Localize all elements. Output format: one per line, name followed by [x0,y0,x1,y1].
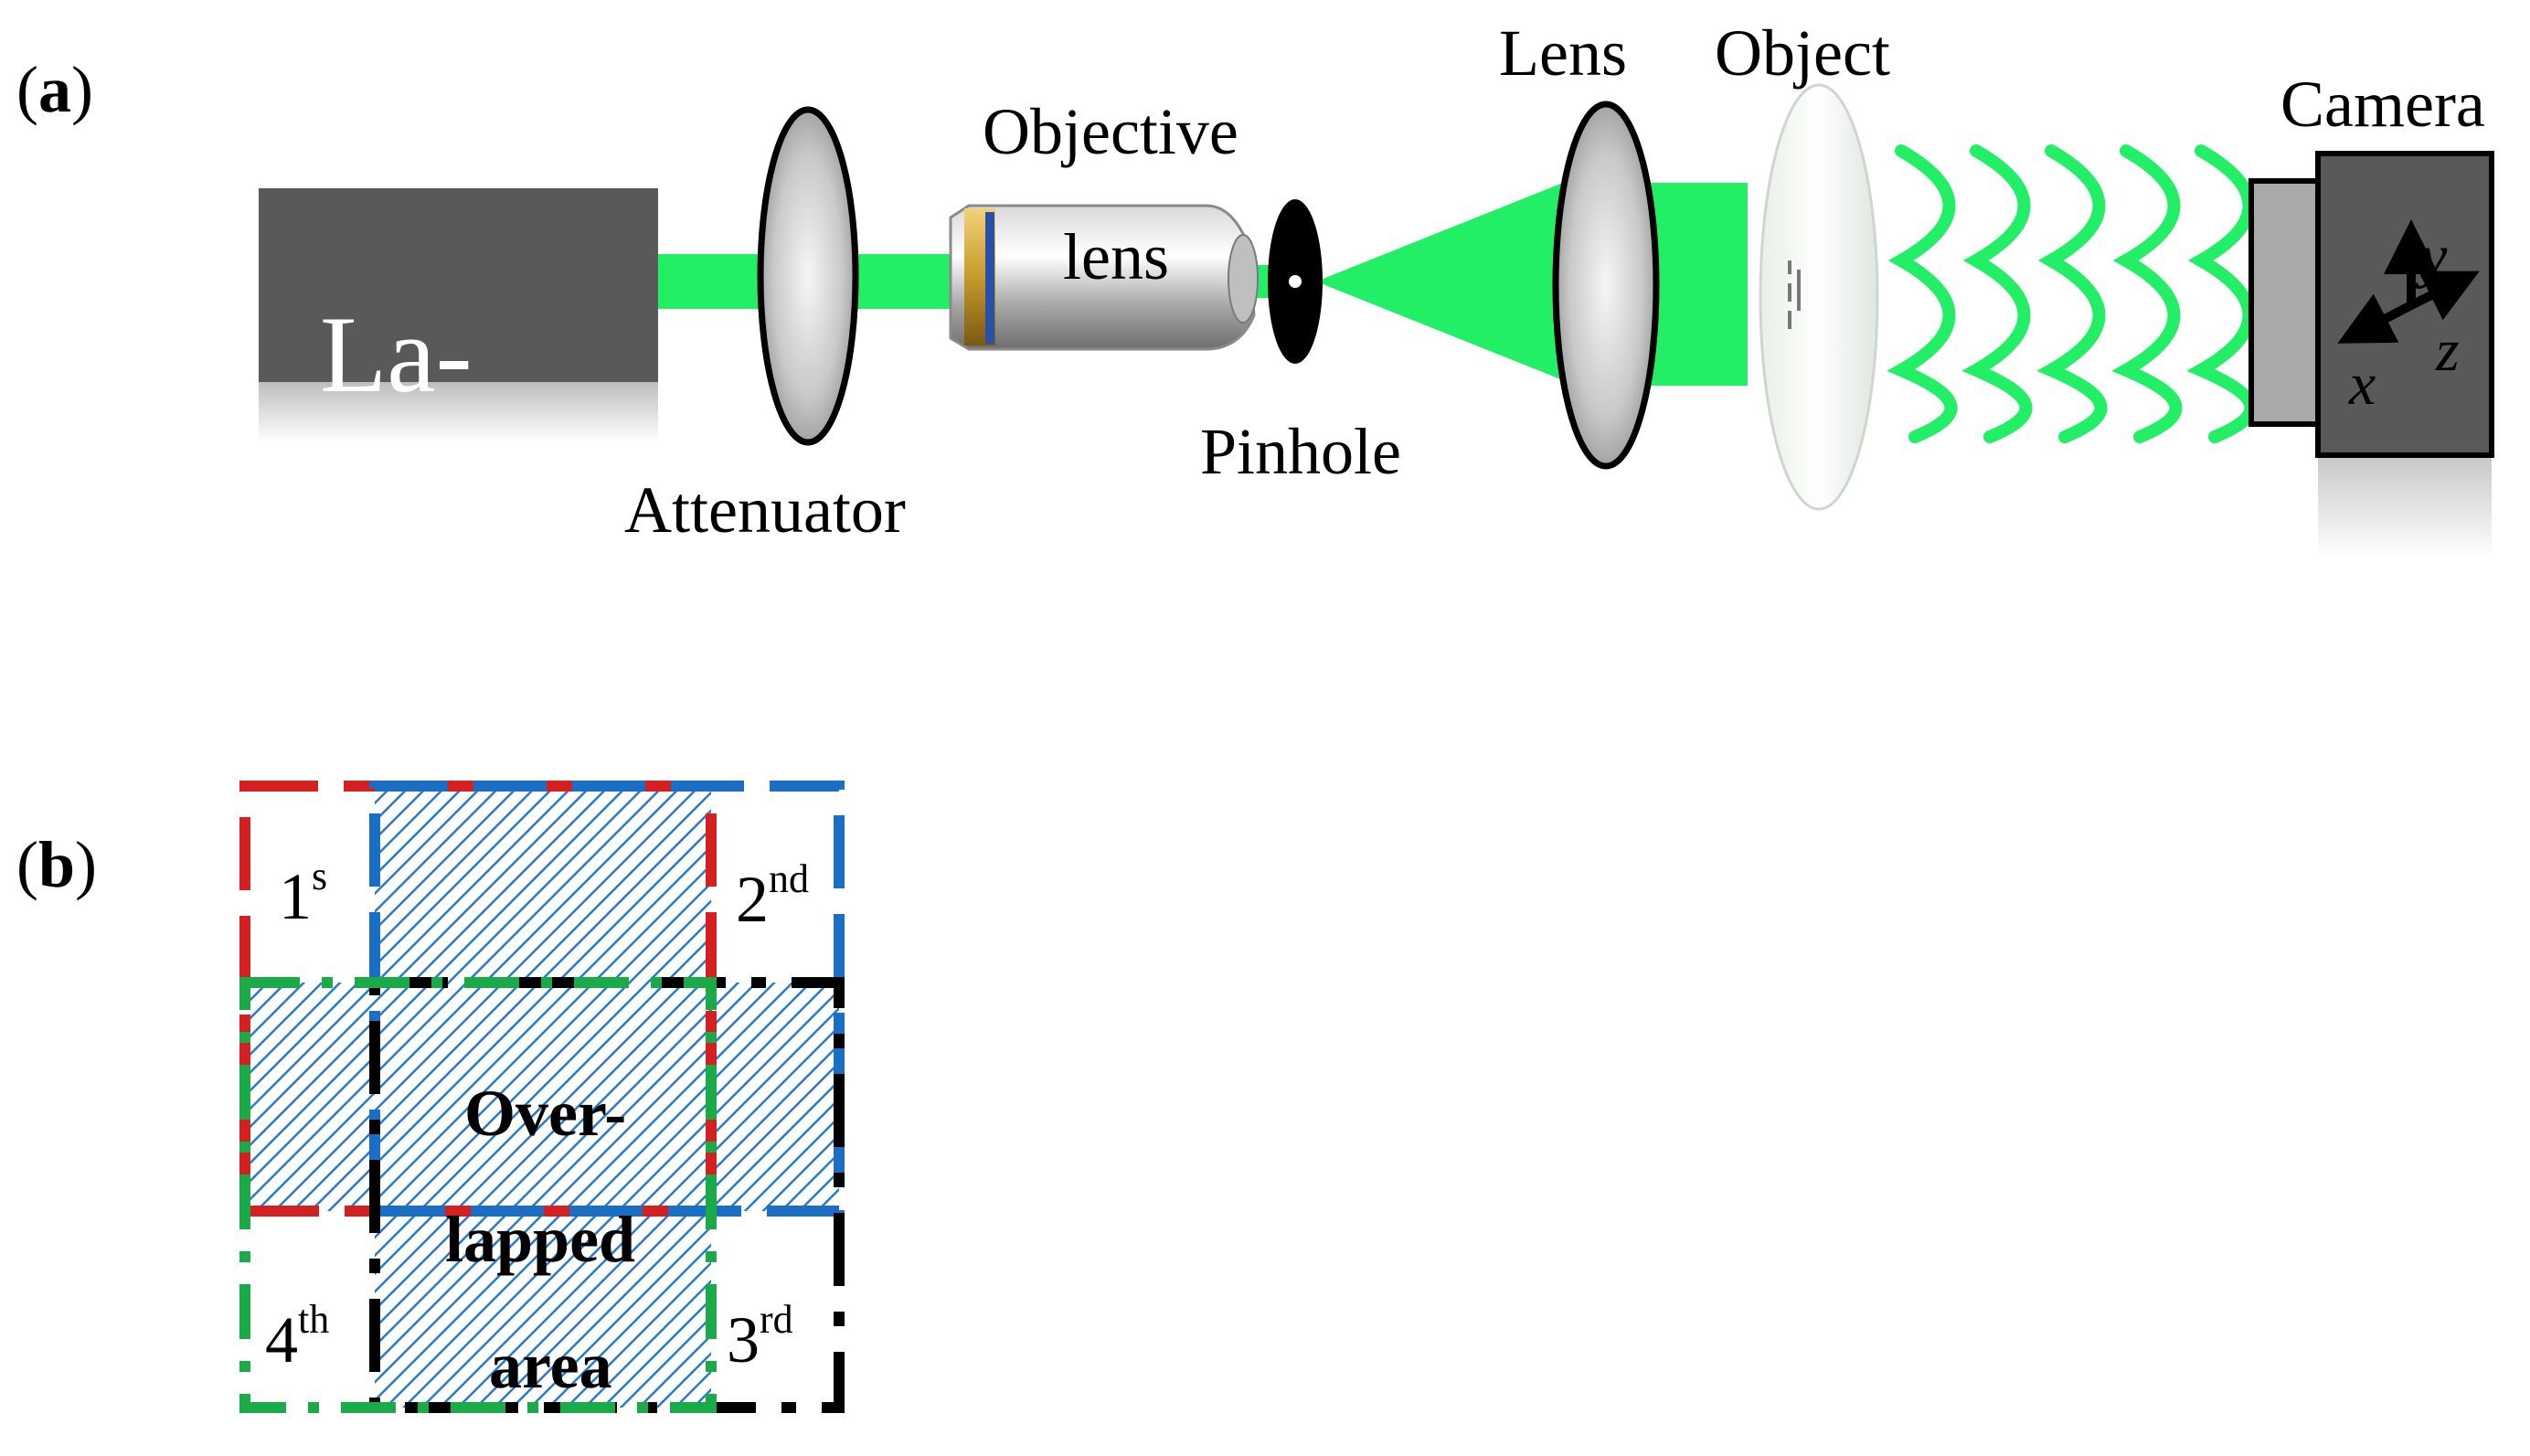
object-label: Object [1715,16,1890,90]
camera-body: Camera [2248,68,2494,558]
overlapped-area-hatch [245,786,839,1408]
overlap-label-line2: lapped [445,1203,635,1276]
wavefront-lines [1887,144,2258,443]
collimating-lens [1552,101,1660,470]
label-3rd: 3rd [727,1297,793,1376]
panel-a: (a) La- Attenuator Objective lens [16,16,2494,558]
label-2nd: 2nd [736,856,809,936]
lens-label: Lens [1499,16,1627,90]
axis-arrows [2337,219,2480,344]
laser-box: La- [259,188,658,442]
overlap-label-line1: Over- [464,1077,626,1150]
overlap-label-line3: area [489,1329,612,1402]
attenuator-label: Attenuator [624,473,906,547]
scan-frame-4th [239,977,717,1413]
objective-label-line2: lens [1063,220,1169,293]
attenuator-disc [757,106,859,446]
panel-a-label: (a) [16,53,93,126]
objective-lens-barrel [949,204,1259,351]
axis-y-label: y [2415,223,2448,290]
axis-z-label: z [2435,317,2460,384]
laser-label: La- [320,293,473,415]
axis-x-label: x [2348,351,2376,418]
label-4th: 4th [265,1297,329,1376]
objective-label-line1: Objective [983,95,1238,168]
panel-b: (b) 1s 2nd 3rd 4th Over- lapped area [16,781,845,1413]
pinhole-label: Pinhole [1200,415,1401,488]
object-slide [1759,83,1879,511]
scan-frame-2nd [369,781,845,1217]
panel-b-label: (b) [16,828,97,901]
camera-label: Camera [2280,68,2485,141]
label-1st: 1s [279,854,327,933]
